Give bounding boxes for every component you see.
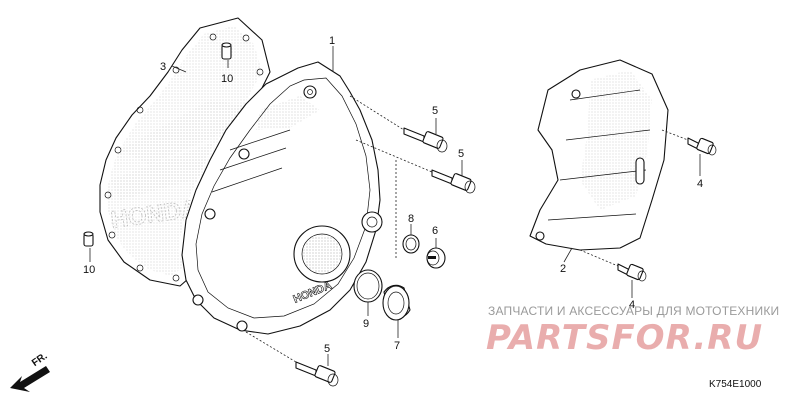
diagram-code: K754E1000 (709, 379, 762, 390)
bolt-5-lower (295, 361, 339, 387)
callout-5-upper: 5 (432, 105, 438, 117)
callout-10-upper: 10 (221, 73, 233, 85)
callout-5-lower: 5 (324, 343, 330, 355)
o-ring-8 (402, 234, 420, 254)
bolt-5-middle (431, 169, 476, 194)
callout-2: 2 (560, 263, 566, 275)
bolt-5-upper (403, 127, 448, 153)
leader-lines (89, 46, 701, 366)
callout-5-middle: 5 (458, 148, 464, 160)
dowel-pin-10-upper (221, 42, 232, 60)
callouts: 1 2 3 4 4 5 5 5 6 7 8 9 10 10 (83, 35, 703, 355)
callout-4-upper: 4 (697, 178, 703, 190)
watermark-tagline: ЗАПЧАСТИ И АКСЕССУАРЫ ДЛЯ МОТОТЕХНИКИ (488, 304, 780, 318)
callout-10-lower: 10 (83, 264, 95, 276)
callout-4-lower: 4 (629, 299, 635, 311)
watermark-logo: PARTSFOR.RU (486, 318, 764, 358)
cap-plug-7 (382, 284, 411, 321)
bolt-4-lower (617, 263, 647, 282)
crankcase-cover-part-1: HONDA (181, 61, 383, 335)
front-arrow-icon (10, 366, 50, 392)
dowel-pin-10-lower (83, 231, 94, 247)
cap-plug-6 (426, 247, 446, 269)
cover-part-2 (529, 59, 669, 251)
callout-3: 3 (160, 61, 166, 73)
bolt-4-upper (687, 137, 717, 156)
callout-7: 7 (394, 340, 400, 352)
callout-9: 9 (363, 318, 369, 330)
o-ring-9 (353, 269, 383, 303)
callout-8: 8 (408, 213, 414, 225)
callout-6: 6 (432, 225, 438, 237)
callout-1: 1 (329, 35, 335, 47)
